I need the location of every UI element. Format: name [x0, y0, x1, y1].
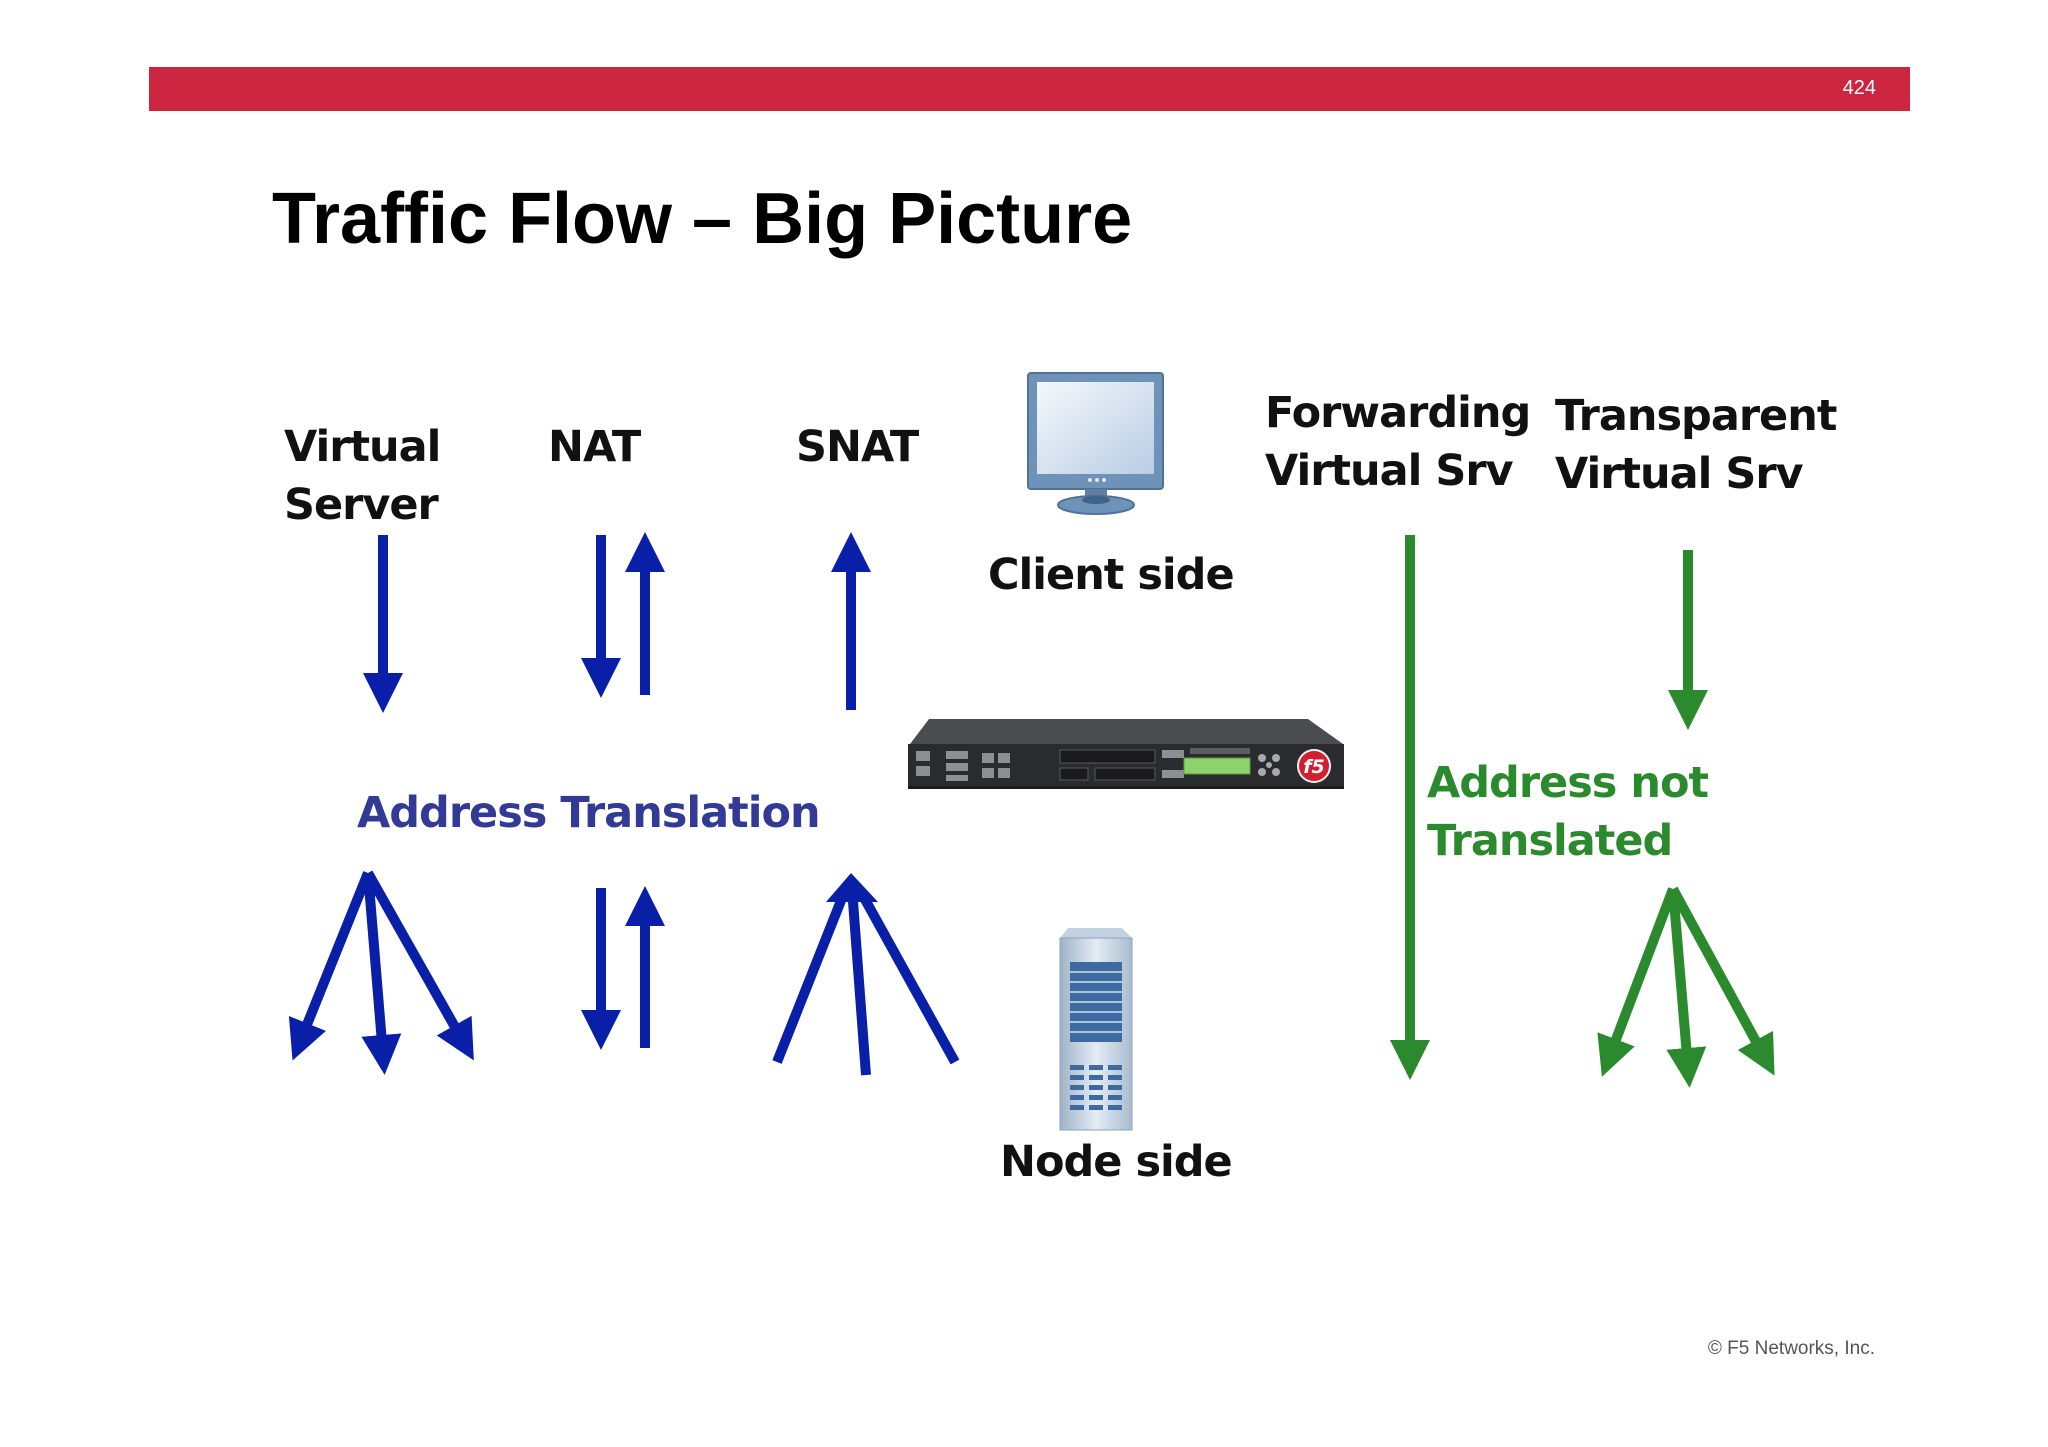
transparent-fan-middle-arrow — [1666, 888, 1707, 1088]
node-side-label: Node side — [1000, 1137, 1233, 1187]
server-tower-icon — [1059, 928, 1133, 1131]
header-banner: 424 — [149, 67, 1910, 111]
transparent-label-line2: Virtual Srv — [1555, 449, 1804, 499]
virtual-server-label-line1: Virtual — [284, 422, 441, 472]
transparent-fan-left-arrow — [1597, 887, 1678, 1077]
transparent-fan-right-arrow — [1668, 886, 1775, 1076]
address-translation-label: Address Translation — [357, 788, 821, 838]
transparent-label-line1: Transparent — [1555, 391, 1837, 441]
slide-title: Traffic Flow – Big Picture — [272, 179, 1133, 259]
virtual-server-label-line2: Server — [284, 480, 439, 530]
copyright-text: © F5 Networks, Inc. — [1707, 1338, 1875, 1359]
page-number: 424 — [1842, 77, 1876, 99]
forwarding-label-line1: Forwarding — [1265, 388, 1531, 438]
address-not-translated-line2: Translated — [1427, 816, 1673, 866]
nat-label: NAT — [548, 422, 641, 472]
load-balancer-appliance-icon: f5 — [908, 719, 1344, 789]
client-side-label: Client side — [988, 550, 1235, 600]
transparent-virtual-server-label: Transparent Virtual Srv — [1555, 387, 1837, 503]
virtual-server-fan-left-arrow — [288, 871, 373, 1061]
snat-fan-left-line — [772, 886, 851, 1064]
snat-fan-right-line — [857, 891, 960, 1065]
snat-label: SNAT — [796, 422, 919, 472]
virtual-server-fan-right-arrow — [363, 870, 474, 1061]
virtual-server-fan-middle-arrow — [361, 872, 402, 1075]
address-not-translated-label: Address not Translated — [1427, 754, 1709, 870]
virtual-server-label: Virtual Server — [284, 418, 441, 534]
svg-text:f5: f5 — [1303, 756, 1325, 778]
forwarding-label-line2: Virtual Srv — [1265, 446, 1514, 496]
snat-fan-middle-line — [847, 887, 871, 1076]
address-not-translated-line1: Address not — [1427, 758, 1709, 808]
snat-fan-arrowhead — [826, 873, 878, 902]
forwarding-virtual-server-label: Forwarding Virtual Srv — [1265, 384, 1531, 500]
monitor-icon — [1027, 372, 1164, 515]
